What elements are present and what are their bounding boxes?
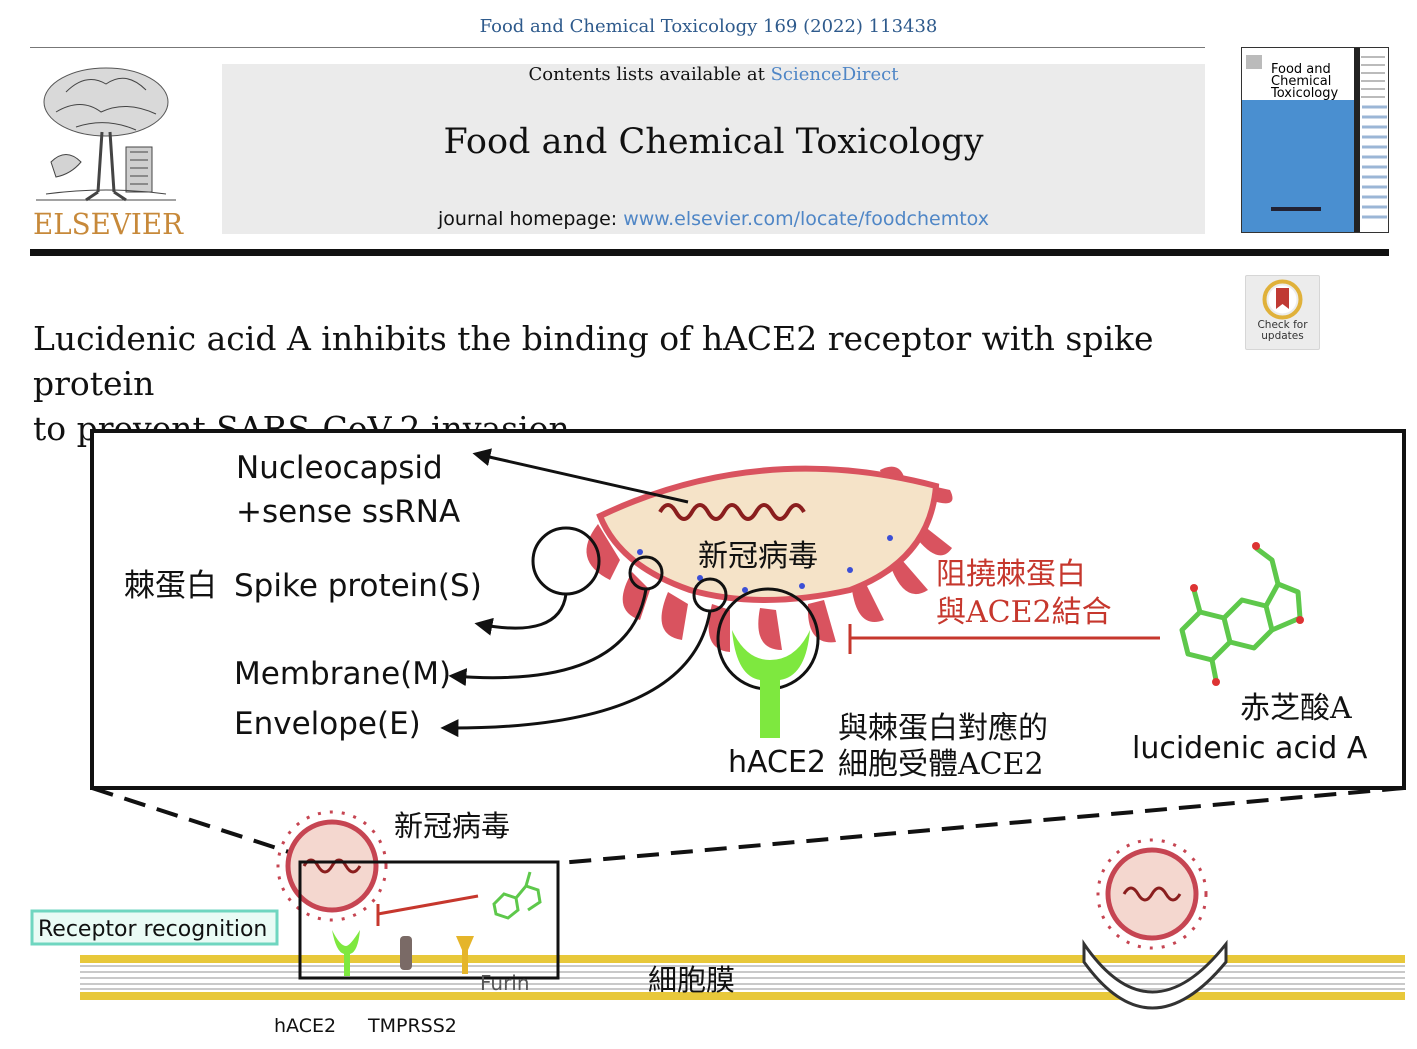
journal-citation[interactable]: Food and Chemical Toxicology 169 (2022) …	[479, 16, 938, 37]
check-for-updates-button[interactable]: Check for updates	[1245, 275, 1320, 350]
header-divider	[30, 249, 1389, 256]
journal-cover-thumbnail[interactable]: Food and Chemical Toxicology	[1241, 47, 1389, 233]
label-furin: Furin	[480, 971, 530, 995]
check-updates-label: Check for updates	[1246, 320, 1319, 342]
receptor-recognition-box	[30, 909, 279, 946]
journal-homepage-link[interactable]: www.elsevier.com/locate/foodchemtox	[623, 208, 989, 230]
contents-line: Contents lists available at ScienceDirec…	[222, 64, 1205, 85]
contents-prefix: Contents lists available at	[528, 64, 771, 85]
label-virus-zh: 新冠病毒	[698, 539, 818, 574]
check-updates-line1: Check for	[1257, 319, 1308, 331]
sciencedirect-link[interactable]: ScienceDirect	[770, 64, 899, 85]
cover-title-1: Food and	[1271, 62, 1331, 77]
label-block-line1: 阻撓棘蛋白	[936, 557, 1086, 592]
check-updates-line2: updates	[1261, 330, 1304, 342]
endocytosis-virus-icon	[1082, 838, 1228, 1010]
label-ssrna: +sense ssRNA	[236, 494, 460, 530]
label-compound-en: lucidenic acid A	[1132, 731, 1368, 766]
label-receptor-line1: 與棘蛋白對應的	[838, 711, 1048, 746]
tree-icon	[36, 67, 176, 202]
crossmark-icon	[1262, 279, 1303, 320]
label-receptor-recognition: Receptor recognition	[38, 917, 267, 942]
label-lower-virus-zh: 新冠病毒	[394, 809, 510, 843]
label-spike-zh: 棘蛋白	[124, 568, 217, 604]
top-divider	[30, 47, 1205, 48]
hace2-receptor-icon	[732, 630, 810, 738]
cover-title-3: Toxicology	[1270, 86, 1339, 101]
homepage-line: journal homepage: www.elsevier.com/locat…	[222, 208, 1205, 230]
lucidenic-acid-molecule-icon	[1179, 542, 1304, 686]
lower-virus-icon	[276, 810, 388, 922]
elsevier-logo[interactable]: ELSEVIER	[26, 62, 191, 238]
cover-title-2: Chemical	[1271, 74, 1331, 89]
label-hace2-small: hACE2	[274, 1015, 336, 1037]
article-title-line1: Lucidenic acid A inhibits the binding of…	[33, 319, 1154, 403]
journal-title[interactable]: Food and Chemical Toxicology	[443, 122, 984, 162]
label-compound-zh: 赤芝酸A	[1240, 691, 1352, 726]
label-membrane-zh: 細胞膜	[648, 963, 735, 997]
label-receptor-line2: 細胞受體ACE2	[838, 747, 1044, 782]
article-title[interactable]: Lucidenic acid A inhibits the binding of…	[33, 316, 1223, 451]
homepage-prefix: journal homepage:	[438, 208, 624, 230]
label-membrane: Membrane(M)	[234, 656, 451, 692]
label-tmprss2: TMPRSS2	[367, 1015, 457, 1037]
label-block-line2: 與ACE2結合	[936, 595, 1112, 630]
label-hace2-big: hACE2	[728, 745, 826, 780]
publisher-name: ELSEVIER	[33, 207, 184, 238]
label-spike-en: Spike protein(S)	[234, 568, 482, 604]
journal-banner: Contents lists available at ScienceDirec…	[222, 64, 1205, 234]
label-envelope: Envelope(E)	[234, 706, 421, 742]
graphical-abstract: Nucleocapsid +sense ssRNA 棘蛋白 Spike prot…	[30, 429, 1406, 1037]
label-nucleocapsid: Nucleocapsid	[236, 450, 443, 486]
